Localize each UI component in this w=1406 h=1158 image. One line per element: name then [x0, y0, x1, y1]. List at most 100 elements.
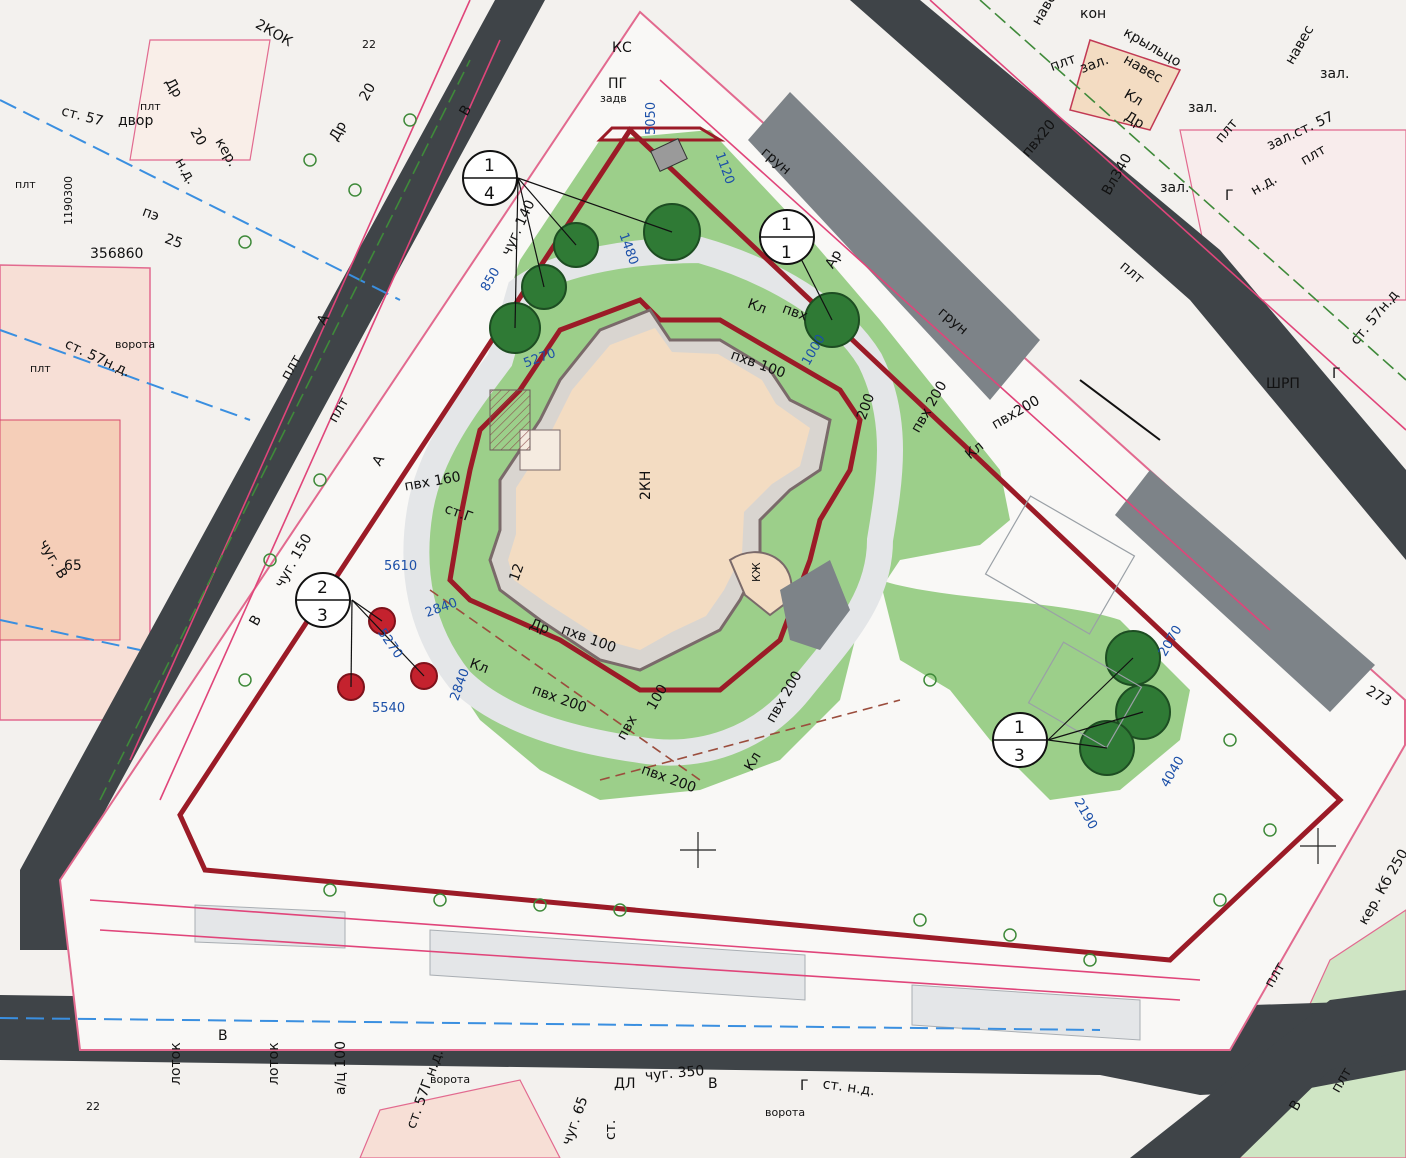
leader-line: [517, 177, 545, 288]
parking-south-c: [911, 984, 1141, 1041]
callout-top: 1: [781, 215, 792, 235]
dimension-label: 5610: [384, 559, 417, 574]
leader-line: [351, 599, 425, 677]
dimension-label: 5050: [644, 102, 659, 135]
map-label: ст. н.д.: [822, 1076, 876, 1099]
small-tree-icon: [913, 913, 927, 927]
callout-top: 2: [317, 578, 328, 598]
porch-pad: [780, 560, 850, 650]
leader-line: [1047, 711, 1144, 741]
small-tree-icon: [348, 183, 362, 197]
map-label: ворота: [115, 338, 155, 351]
utility-water-nw: [0, 99, 401, 301]
surrounding-blocks: [0, 39, 1406, 1158]
parking-bay-group-a: [984, 495, 1136, 635]
map-label: В: [708, 1076, 718, 1092]
utility-pink-ne1: [929, 0, 1406, 431]
map-label: 22: [362, 38, 376, 51]
map-label: 20: [356, 80, 379, 103]
utility-pink-s1: [89, 899, 1201, 981]
map-label: ворота: [765, 1106, 805, 1119]
map-label: чуг. 350: [644, 1063, 705, 1084]
callout-bottom: 3: [1014, 746, 1025, 766]
small-tree-icon: [613, 903, 627, 917]
utility-green-ne: [979, 0, 1406, 381]
callout-1-3: 1 3: [992, 712, 1048, 768]
map-label: ПГ: [608, 76, 627, 92]
perimeter-path: [403, 236, 903, 766]
map-label: ШРП: [1266, 376, 1300, 392]
parking-strip-north: [748, 92, 1040, 400]
boundary-top-corner: [596, 126, 726, 142]
small-tree-icon: [533, 898, 547, 912]
inner-fence: [447, 297, 863, 693]
map-label: Кл: [467, 656, 490, 677]
leader-line: [1047, 739, 1108, 749]
map-label: зал.: [1320, 66, 1349, 82]
map-label: Г: [1225, 188, 1234, 204]
leader-line: [517, 177, 673, 233]
road-southeast-curve: [1130, 990, 1406, 1158]
utility-water-w: [0, 329, 251, 421]
small-tree-icon: [238, 235, 252, 249]
small-tree-icon: [238, 673, 252, 687]
utility-brown-drain2: [599, 699, 901, 781]
building-label: 2КН: [638, 471, 654, 500]
utility-pink-site-ne: [659, 79, 1271, 631]
map-label: кон: [1080, 6, 1106, 22]
utility-lines: [0, 0, 1406, 1031]
map-label: плт: [140, 100, 161, 113]
small-tree-icon: [263, 553, 277, 567]
map-label: 12: [506, 561, 527, 583]
main-building: 2КН КЖ: [488, 138, 850, 672]
utility-pink-w2: [159, 39, 501, 801]
parking-strip-east: [1115, 470, 1375, 712]
map-label: 25: [162, 231, 184, 252]
map-label: 20: [187, 125, 210, 148]
map-label: Г: [800, 1078, 809, 1094]
map-label: а/ц 100: [333, 1041, 349, 1095]
small-tree-icon: [433, 893, 447, 907]
map-label: ДЛ: [614, 1076, 635, 1092]
small-tree-icon: [1263, 823, 1277, 837]
callout-leaders: [350, 177, 1144, 749]
site-boundary: [177, 126, 1344, 963]
utility-black-ne: [1079, 379, 1161, 441]
utility-brown-drain: [429, 589, 701, 781]
small-tree-icon: [303, 153, 317, 167]
small-tree-icon: [1003, 928, 1017, 942]
map-label: двор: [118, 113, 153, 129]
callout-2-3: 2 3: [295, 572, 351, 628]
building-floor: [508, 328, 810, 650]
map-label: ворота: [430, 1073, 470, 1086]
map-label: лоток: [168, 1042, 184, 1085]
small-tree-icon: [1083, 953, 1097, 967]
callout-bottom: 4: [484, 184, 495, 204]
small-tree-icon: [403, 113, 417, 127]
callout-1-4: 1 4: [462, 150, 518, 206]
small-tree-icon: [923, 673, 937, 687]
map-label: зал.: [1160, 180, 1189, 196]
leader-line: [514, 177, 519, 329]
map-label: 22: [86, 1100, 100, 1113]
map-label: 65: [64, 558, 82, 574]
callout-top: 1: [1014, 718, 1025, 738]
callout-bottom: 3: [317, 606, 328, 626]
map-label: Др: [527, 616, 551, 638]
stair-west: [489, 389, 531, 451]
map-label: ст.: [603, 1120, 619, 1140]
leader-line: [1047, 657, 1134, 741]
map-label: лоток: [266, 1042, 282, 1085]
small-tree-icon: [323, 883, 337, 897]
dimension-label: 5540: [372, 701, 405, 716]
small-tree-icon: [1223, 733, 1237, 747]
map-label: Кл: [745, 296, 768, 317]
utility-water-w2: [0, 619, 141, 651]
leader-line: [351, 599, 383, 622]
map-label: задв: [600, 92, 627, 105]
map-label: КС: [612, 40, 632, 56]
callout-top: 1: [484, 156, 495, 176]
map-label: пэ: [140, 204, 161, 225]
